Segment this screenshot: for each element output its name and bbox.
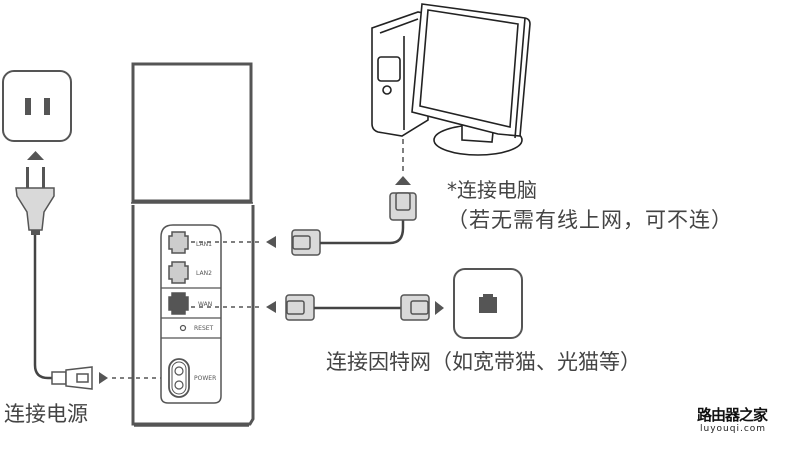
arrow-left-icon <box>266 301 276 313</box>
lan2-label: LAN2 <box>196 270 212 277</box>
wan-port-icon <box>168 292 189 315</box>
ethernet-connector-icon <box>291 229 321 256</box>
power-plug-icon <box>15 167 55 235</box>
arrow-right-icon <box>435 301 444 315</box>
modem-icon <box>453 268 523 339</box>
wall-socket-icon <box>2 70 72 142</box>
lan1-label: LAN1 <box>196 241 212 248</box>
connect-internet-label: 连接因特网（如宽带猫、光猫等） <box>326 350 641 374</box>
ethernet-connector-icon <box>285 294 315 321</box>
arrow-right-icon <box>99 372 108 384</box>
connect-power-label: 连接电源 <box>4 402 88 426</box>
connect-pc-label: *连接电脑 <box>447 178 537 202</box>
lan2-port-icon <box>168 261 189 284</box>
arrow-left-icon <box>266 236 276 248</box>
ethernet-connector-icon <box>400 294 430 321</box>
wan-label: WAN <box>198 301 212 308</box>
power-label: POWER <box>194 375 216 382</box>
connect-pc-note: （若无需有线上网，可不连） <box>447 208 733 232</box>
power-cord <box>33 235 55 380</box>
lan-cable <box>320 220 405 245</box>
ethernet-connector-icon <box>389 192 417 221</box>
router-device <box>131 62 255 427</box>
watermark-subtitle: luyouqi.com <box>700 424 767 434</box>
reset-label: RESET <box>194 325 214 332</box>
lan1-port-icon <box>168 231 189 254</box>
arrow-up-icon <box>27 151 44 160</box>
arrow-up-icon <box>395 176 411 185</box>
reset-button-icon <box>179 324 187 332</box>
watermark-title: 路由器之家 <box>697 406 768 424</box>
desktop-computer-icon <box>371 3 531 156</box>
power-port-icon <box>168 358 190 398</box>
power-connector-icon <box>51 366 93 390</box>
